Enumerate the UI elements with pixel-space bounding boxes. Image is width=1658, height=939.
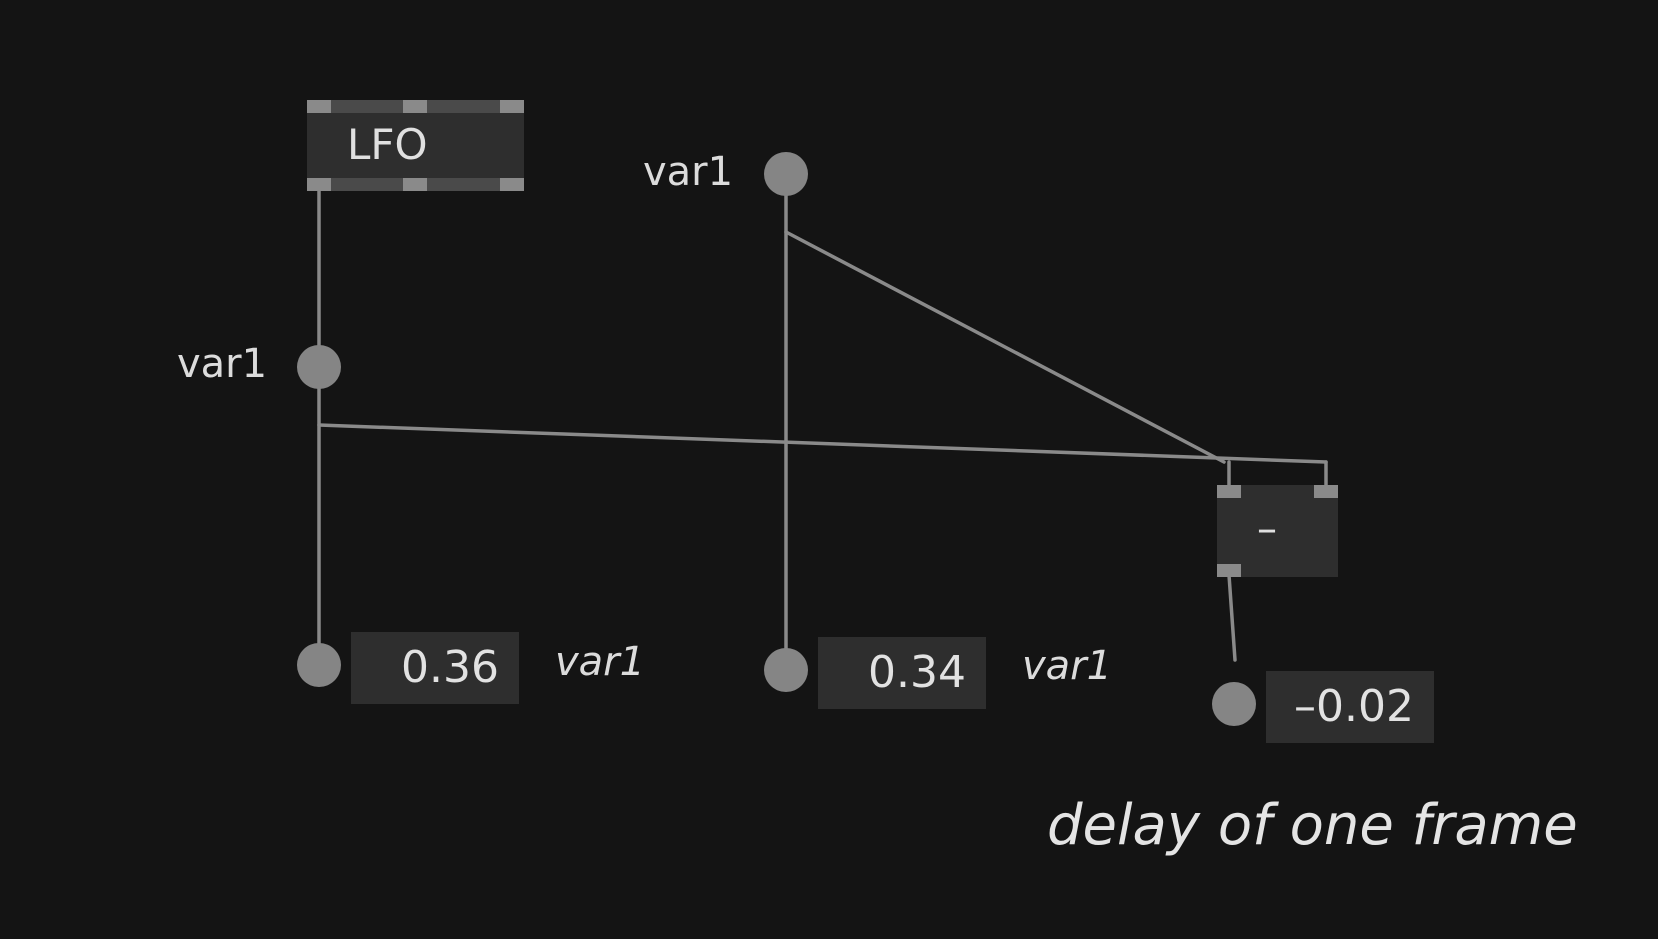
wire-var1-to-subtract-right[interactable] xyxy=(317,423,1328,464)
out3-value-box[interactable]: –0.02 xyxy=(1266,671,1434,743)
lfo-node[interactable]: LFO xyxy=(307,100,524,191)
out2-dot[interactable] xyxy=(764,648,808,692)
lfo-node-label: LFO xyxy=(347,120,428,169)
lfo-outlet-3[interactable] xyxy=(500,178,524,191)
lfo-outlet-1[interactable] xyxy=(307,178,331,191)
lfo-inlet-3[interactable] xyxy=(500,100,524,113)
subtract-node-label: – xyxy=(1257,506,1277,552)
lfo-outlet-2[interactable] xyxy=(403,178,427,191)
comment-text: delay of one frame xyxy=(1047,793,1578,858)
var-dot-top[interactable] xyxy=(764,152,808,196)
out2-value-box[interactable]: 0.34 xyxy=(818,637,986,709)
lfo-inlet-2[interactable] xyxy=(403,100,427,113)
wire-subtract-to-out3[interactable] xyxy=(1227,573,1237,662)
subtract-inlet-right[interactable] xyxy=(1314,485,1338,498)
out1-value-box[interactable]: 0.36 xyxy=(351,632,519,704)
out2-name-label: var1 xyxy=(1022,643,1113,689)
out1-name-label: var1 xyxy=(555,639,646,685)
var-label-left: var1 xyxy=(177,341,268,387)
var-dot-left[interactable] xyxy=(297,345,341,389)
var-label-top: var1 xyxy=(643,149,734,195)
subtract-node[interactable]: – xyxy=(1217,485,1338,577)
out1-dot[interactable] xyxy=(297,643,341,687)
wire-topvar-to-subtract-left[interactable] xyxy=(784,230,1226,464)
subtract-outlet[interactable] xyxy=(1217,564,1241,577)
subtract-inlet-left[interactable] xyxy=(1217,485,1241,498)
lfo-inlet-1[interactable] xyxy=(307,100,331,113)
out3-dot[interactable] xyxy=(1212,682,1256,726)
